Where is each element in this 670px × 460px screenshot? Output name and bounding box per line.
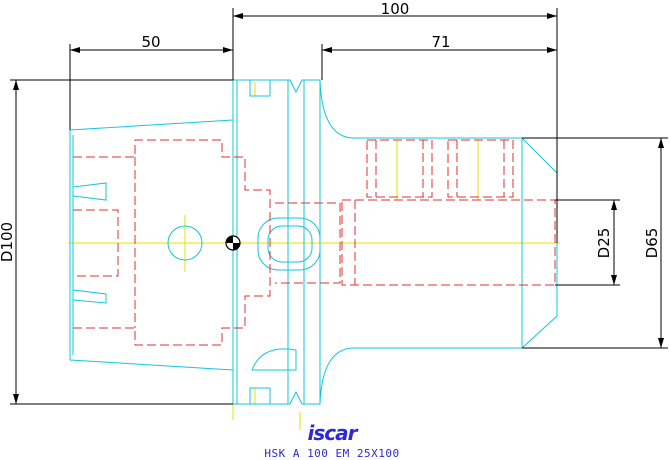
shank-outline — [319, 79, 558, 405]
flange-notch-bottom — [251, 348, 297, 371]
dim-bore-diameter: D25 — [595, 228, 613, 259]
gauge-point-quadrant-2 — [233, 243, 240, 250]
brand-logo: iscar — [308, 421, 360, 445]
dim-overall-length: 100 — [381, 0, 410, 18]
tool-designation: HSK A 100 EM 25X100 — [264, 447, 399, 460]
dim-body-diameter: D65 — [643, 228, 661, 259]
clamp-screw-2 — [447, 139, 514, 198]
dim-flange-diameter: D100 — [0, 222, 16, 262]
drive-slot-bottom — [72, 289, 107, 304]
hidden-lines — [73, 139, 556, 346]
collet-bore — [341, 199, 556, 286]
clamp-screw-1 — [366, 139, 433, 198]
gauge-point-quadrant-1 — [226, 236, 233, 243]
drive-slot-top — [72, 182, 107, 201]
dim-arrows-d25 — [611, 200, 617, 285]
coupling-slot-outer — [257, 217, 321, 271]
hsk-taper-outline — [69, 119, 234, 371]
centerlines — [68, 82, 560, 430]
logo-wordmark: iscar — [308, 421, 359, 445]
flange-key-slot-top — [249, 80, 271, 97]
flange-outline — [232, 79, 321, 405]
hsk-inner-bore — [73, 139, 271, 346]
coupling-bore — [275, 202, 341, 284]
coupling-slot-inner — [267, 225, 313, 263]
hsk-clamp-cavity — [73, 209, 119, 277]
dimensions: 100 50 71 D100 D65 D25 — [0, 0, 668, 405]
dim-shank-length: 71 — [431, 33, 450, 51]
flange-key-slot-bottom — [249, 387, 271, 404]
gauge-point — [225, 235, 241, 251]
dim-flange-length: 50 — [141, 33, 160, 51]
coolant-hole — [167, 225, 203, 261]
tool-outline — [69, 79, 558, 405]
